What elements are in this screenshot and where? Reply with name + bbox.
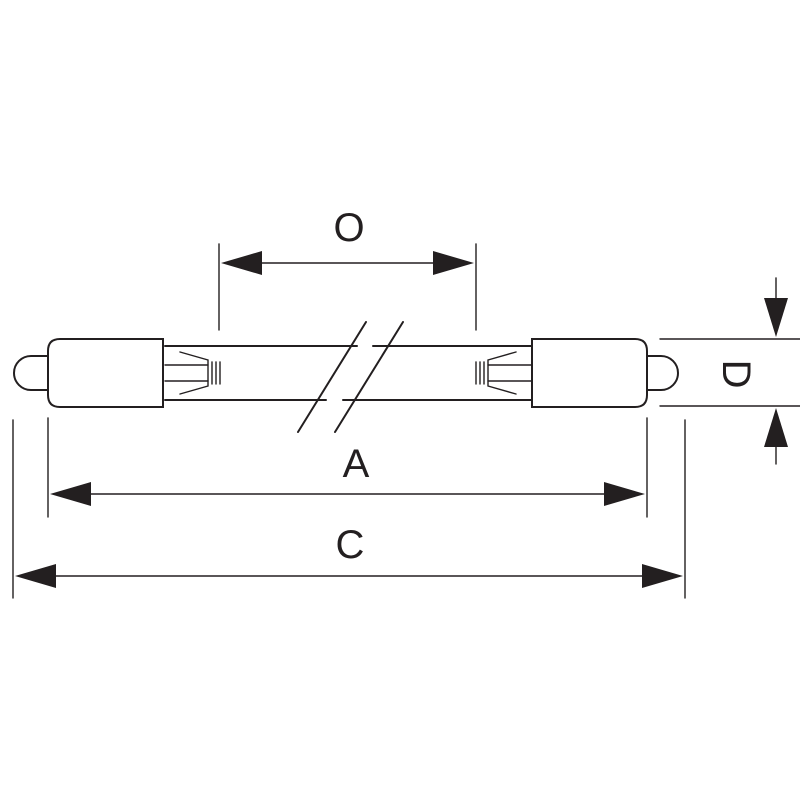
right-end-cap [531, 338, 648, 408]
right-filament [475, 351, 532, 395]
tube-left-segment [164, 345, 358, 401]
left-pin [13, 355, 50, 391]
dim-d-arrow-top [764, 298, 788, 337]
dimension-c: C [12, 419, 686, 599]
dim-d-label: D [714, 360, 758, 389]
tube-right-segment [342, 345, 533, 401]
break-mark-right [334, 321, 404, 433]
dim-c-arrow-right [642, 564, 683, 588]
dim-a-label: A [343, 442, 370, 486]
left-filament [164, 351, 221, 395]
right-pin [640, 355, 679, 391]
dim-d-arrow-bottom [764, 408, 788, 447]
dimension-d: D [659, 277, 800, 465]
dim-c-label: C [336, 523, 365, 567]
dim-o-arrow-right [433, 251, 474, 275]
lamp [13, 321, 679, 433]
dim-o-label: O [333, 206, 364, 250]
dimension-o: O [218, 206, 477, 331]
break-mark-left [297, 321, 367, 433]
dim-a-arrow-right [604, 482, 645, 506]
left-end-cap [47, 338, 164, 408]
dim-o-arrow-left [221, 251, 262, 275]
dimension-a: A [47, 417, 648, 518]
dim-c-arrow-left [15, 564, 56, 588]
dim-a-arrow-left [50, 482, 91, 506]
